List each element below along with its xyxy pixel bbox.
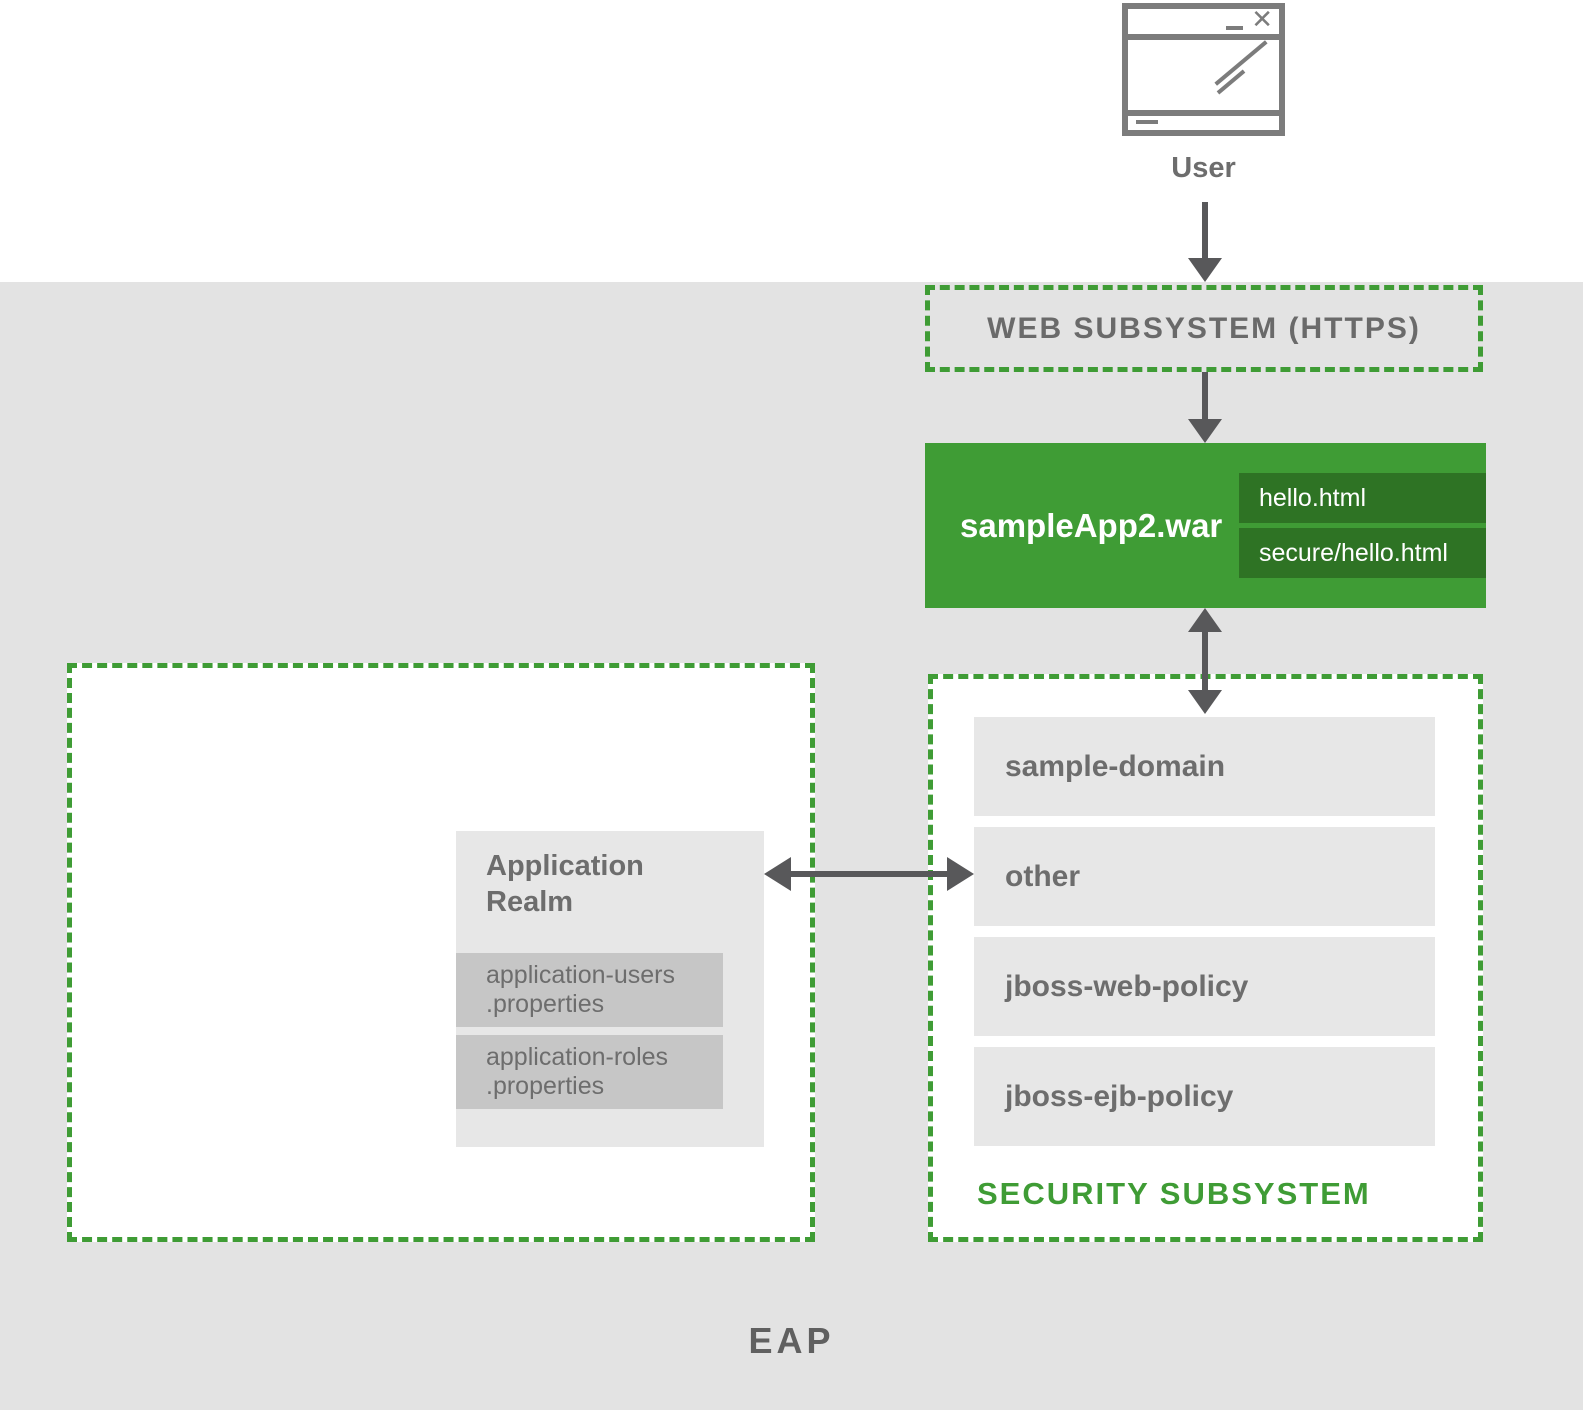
arrowhead-down-icon — [1188, 419, 1222, 443]
sampleapp2-war-box: sampleApp2.war hello.html secure/hello.h… — [925, 443, 1486, 608]
application-realm-title: Application Realm — [486, 850, 644, 918]
war-file-hello: hello.html — [1239, 473, 1486, 523]
application-realm-box: Application Realm application-users .pro… — [456, 831, 764, 1147]
arrowhead-right-icon — [947, 857, 974, 891]
security-domain-other: other — [974, 827, 1435, 926]
arrow-web-to-war — [1202, 372, 1208, 422]
application-users-properties-file: application-users .properties — [456, 953, 723, 1027]
browser-content-area — [1128, 40, 1279, 110]
statusbar-dash-icon — [1136, 120, 1158, 124]
arrowhead-left-icon — [764, 857, 791, 891]
war-file-secure-hello: secure/hello.html — [1239, 528, 1486, 578]
arrowhead-down-icon — [1188, 690, 1222, 714]
war-label: sampleApp2.war — [960, 506, 1223, 544]
user-label: User — [1171, 152, 1236, 184]
war-files: hello.html secure/hello.html — [1239, 473, 1486, 583]
file-name-line: .properties — [486, 1072, 605, 1100]
security-domain-jboss-ejb-policy: jboss-ejb-policy — [974, 1047, 1435, 1146]
application-roles-properties-file: application-roles .properties — [456, 1035, 723, 1109]
minimize-icon — [1226, 26, 1243, 30]
arrow-user-to-web — [1202, 202, 1208, 260]
file-name-line: .properties — [486, 990, 605, 1018]
security-domain-jboss-web-policy: jboss-web-policy — [974, 937, 1435, 1036]
shine-line-icon — [1214, 40, 1268, 86]
file-name-line: application-users — [486, 961, 675, 989]
arrow-war-security — [1202, 628, 1208, 692]
security-domain-sample-domain: sample-domain — [974, 717, 1435, 816]
user-browser-icon: ✕ — [1122, 3, 1285, 136]
file-name-line: application-roles — [486, 1043, 669, 1071]
security-subsystem-label: SECURITY SUBSYSTEM — [977, 1176, 1371, 1211]
browser-statusbar — [1128, 110, 1279, 130]
arrowhead-down-icon — [1188, 258, 1222, 282]
eap-label: EAP — [748, 1320, 835, 1361]
arrow-realm-other — [788, 871, 950, 877]
browser-titlebar: ✕ — [1128, 5, 1279, 40]
web-subsystem-box: WEB SUBSYSTEM (HTTPS) — [925, 285, 1483, 372]
web-subsystem-label: WEB SUBSYSTEM (HTTPS) — [987, 311, 1421, 345]
close-icon: ✕ — [1251, 4, 1273, 34]
